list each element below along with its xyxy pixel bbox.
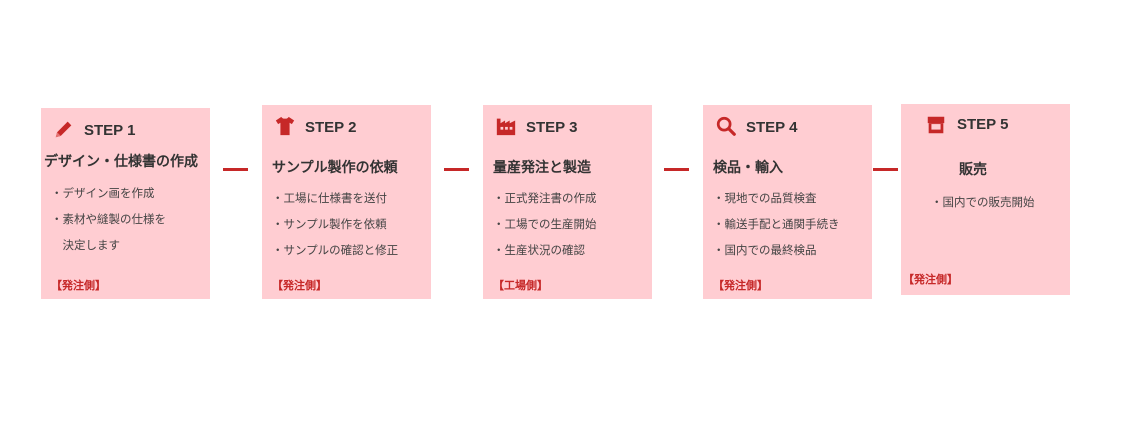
pencil-icon	[55, 121, 72, 138]
list-item: 決定します	[51, 238, 120, 252]
step-label: STEP 3	[526, 119, 578, 136]
list-item: ・輸送手配と通関手続き	[713, 217, 840, 231]
step-items: ・現地での品質検査 ・輸送手配と通関手続き ・国内での最終検品	[713, 185, 840, 263]
connector-line	[223, 168, 248, 171]
list-item: ・生産状況の確認	[493, 243, 585, 257]
step-label: STEP 1	[84, 122, 136, 139]
connector-line	[444, 168, 469, 171]
list-item: ・正式発注書の作成	[493, 191, 597, 205]
connector-line	[664, 168, 689, 171]
responsible-party: 【発注側】	[903, 273, 958, 286]
step-label: STEP 2	[305, 119, 357, 136]
list-item: ・国内での販売開始	[931, 195, 1035, 209]
list-item: ・工場での生産開始	[493, 217, 597, 231]
step-card-4: STEP 4 検品・輸入 ・現地での品質検査 ・輸送手配と通関手続き ・国内での…	[703, 105, 872, 299]
list-item: ・素材や縫製の仕様を	[51, 212, 166, 226]
list-item: ・サンプルの確認と修正	[272, 243, 399, 257]
step-title: サンプル製作の依頼	[272, 160, 398, 176]
step-title: デザイン・仕様書の作成	[44, 154, 198, 170]
list-item: ・現地での品質検査	[713, 191, 817, 205]
tshirt-icon	[275, 116, 295, 136]
step-title: 検品・輸入	[713, 160, 783, 176]
factory-icon	[496, 118, 516, 136]
connector-line	[873, 168, 898, 171]
step-label: STEP 4	[746, 119, 798, 136]
responsible-party: 【発注側】	[272, 279, 327, 292]
responsible-party: 【発注側】	[51, 279, 106, 292]
step-card-5: STEP 5 販売 ・国内での販売開始 【発注側】	[901, 104, 1070, 295]
responsible-party: 【工場側】	[493, 279, 548, 292]
step-title: 量産発注と製造	[493, 160, 591, 176]
search-icon	[716, 116, 736, 136]
list-item: ・国内での最終検品	[713, 243, 817, 257]
responsible-party: 【発注側】	[713, 279, 768, 292]
list-item: ・工場に仕様書を送付	[272, 191, 387, 205]
step-items: ・工場に仕様書を送付 ・サンプル製作を依頼 ・サンプルの確認と修正	[272, 185, 398, 263]
step-label: STEP 5	[957, 116, 1009, 133]
step-title: 販売	[959, 162, 987, 178]
store-icon	[927, 116, 945, 134]
list-item: ・サンプル製作を依頼	[272, 217, 387, 231]
step-items: ・正式発注書の作成 ・工場での生産開始 ・生産状況の確認	[493, 185, 597, 263]
step-items: ・デザイン画を作成 ・素材や縫製の仕様を 決定します	[51, 180, 166, 258]
step-card-3: STEP 3 量産発注と製造 ・正式発注書の作成 ・工場での生産開始 ・生産状況…	[483, 105, 652, 299]
step-card-1: STEP 1 デザイン・仕様書の作成 ・デザイン画を作成 ・素材や縫製の仕様を …	[41, 108, 210, 299]
list-item: ・デザイン画を作成	[51, 186, 155, 200]
step-items: ・国内での販売開始	[931, 189, 1035, 215]
step-card-2: STEP 2 サンプル製作の依頼 ・工場に仕様書を送付 ・サンプル製作を依頼 ・…	[262, 105, 431, 299]
